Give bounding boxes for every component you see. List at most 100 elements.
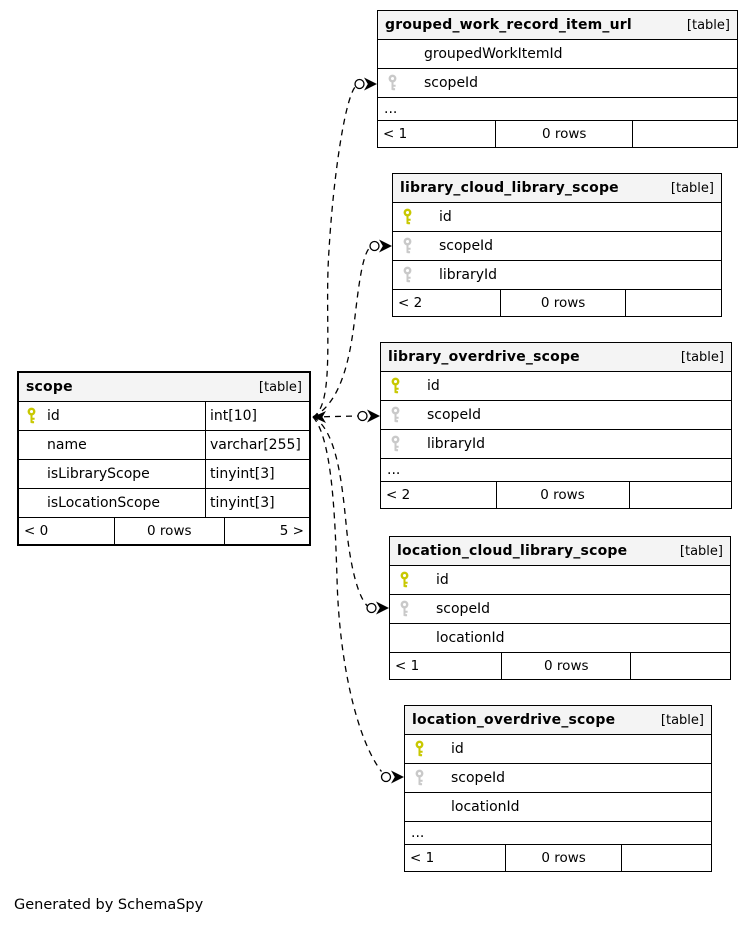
table-header[interactable]: grouped_work_record_item_url [table] (378, 11, 737, 40)
foreign-key-icon (393, 237, 439, 256)
column-name: scopeId (451, 770, 506, 786)
column-row: scopeId (390, 595, 730, 624)
column-name: isLocationScope (47, 495, 161, 511)
foreign-key-icon (381, 406, 427, 425)
footer-children (630, 482, 732, 508)
column-row: id (390, 566, 730, 595)
table-header[interactable]: library_cloud_library_scope [table] (393, 174, 721, 203)
generated-by-credit: Generated by SchemaSpy (14, 897, 204, 913)
column-row: id int[10] (19, 402, 309, 431)
table-footer: < 2 0 rows (393, 290, 721, 316)
relationship-zero-circle (354, 78, 365, 90)
column-row: scopeId (381, 401, 731, 430)
column-row: id (393, 203, 721, 232)
column-name: scopeId (424, 75, 479, 91)
foreign-key-icon (393, 266, 439, 285)
columns-ellipsis: ... (381, 459, 731, 482)
column-name: locationId (436, 630, 505, 646)
table-location-cloud-library-scope[interactable]: location_cloud_library_scope [table] id … (389, 536, 731, 680)
primary-key-icon (19, 407, 47, 426)
relationship-target-arrow (376, 601, 389, 615)
footer-parents: < 1 (378, 121, 497, 147)
column-row: libraryId (381, 430, 731, 459)
column-type: tinyint[3] (205, 460, 309, 488)
column-row: id (405, 735, 711, 764)
footer-children (633, 121, 737, 147)
foreign-key-icon (405, 769, 451, 788)
primary-key-icon (393, 208, 439, 227)
table-title: library_overdrive_scope (388, 349, 580, 365)
relationship-zero-circle (366, 602, 377, 614)
table-header[interactable]: location_overdrive_scope [table] (405, 706, 711, 735)
column-row: groupedWorkItemId (378, 40, 737, 69)
footer-rowcount: 0 rows (502, 653, 632, 679)
table-footer: < 1 0 rows (390, 653, 730, 679)
relationship-line (312, 86, 356, 418)
primary-key-icon (381, 377, 427, 396)
column-row: locationId (405, 793, 711, 822)
relationship-target-arrow (391, 770, 404, 784)
column-name: id (439, 209, 452, 225)
footer-children (631, 653, 730, 679)
footer-children (622, 845, 711, 871)
primary-key-icon (405, 740, 451, 759)
table-title: location_overdrive_scope (412, 712, 616, 728)
column-row: scopeId (405, 764, 711, 793)
table-title: location_cloud_library_scope (397, 543, 628, 559)
table-footer: < 1 0 rows (405, 845, 711, 871)
column-row: isLocationScope tinyint[3] (19, 489, 309, 518)
column-row: name varchar[255] (19, 431, 309, 460)
relationship-target-arrow (367, 409, 380, 423)
table-header[interactable]: scope [table] (19, 373, 309, 402)
table-tag: [table] (686, 17, 730, 33)
column-type: varchar[255] (205, 431, 309, 459)
table-footer: < 1 0 rows (378, 121, 737, 147)
column-name: libraryId (427, 436, 486, 452)
footer-rowcount: 0 rows (496, 121, 633, 147)
column-row: scopeId (393, 232, 721, 261)
column-name: groupedWorkItemId (424, 46, 563, 62)
relationship-zero-circle (380, 771, 392, 783)
column-name: locationId (451, 799, 520, 815)
table-scope[interactable]: scope [table] id int[10] name varchar[25… (17, 371, 311, 546)
column-name: scopeId (439, 238, 494, 254)
footer-parents: < 2 (381, 482, 497, 508)
column-row: scopeId (378, 69, 737, 98)
table-location-overdrive-scope[interactable]: location_overdrive_scope [table] id scop… (404, 705, 712, 872)
table-footer: < 0 0 rows 5 > (19, 518, 309, 544)
column-type: int[10] (205, 402, 309, 430)
table-tag: [table] (670, 180, 714, 196)
relationship-line (312, 246, 371, 418)
relationship-source-arrow (313, 411, 326, 423)
column-row: locationId (390, 624, 730, 653)
relationship-line (312, 416, 368, 607)
table-tag: [table] (680, 349, 724, 365)
table-header[interactable]: library_overdrive_scope [table] (381, 343, 731, 372)
foreign-key-icon (381, 435, 427, 454)
column-row: isLibraryScope tinyint[3] (19, 460, 309, 489)
table-library-overdrive-scope[interactable]: library_overdrive_scope [table] id scope… (380, 342, 732, 509)
table-header[interactable]: location_cloud_library_scope [table] (390, 537, 730, 566)
table-title: library_cloud_library_scope (400, 180, 619, 196)
column-name: libraryId (439, 267, 498, 283)
footer-parents: < 2 (393, 290, 502, 316)
relationship-line (312, 416, 383, 772)
table-grouped-work-record-item-url[interactable]: grouped_work_record_item_url [table] gro… (377, 10, 738, 148)
columns-ellipsis: ... (378, 98, 737, 121)
footer-rowcount: 0 rows (497, 482, 630, 508)
table-footer: < 2 0 rows (381, 482, 731, 508)
column-name: id (47, 408, 60, 424)
footer-children: 5 > (279, 523, 304, 539)
column-name: name (47, 437, 87, 453)
column-row: id (381, 372, 731, 401)
table-library-cloud-library-scope[interactable]: library_cloud_library_scope [table] id s… (392, 173, 722, 317)
footer-parents: < 1 (390, 653, 503, 679)
column-name: isLibraryScope (47, 466, 150, 482)
footer-rowcount: 0 rows (506, 845, 623, 871)
column-name: scopeId (436, 601, 491, 617)
table-tag: [table] (660, 712, 704, 728)
column-name: id (427, 378, 440, 394)
footer-parents: < 0 (19, 518, 115, 544)
